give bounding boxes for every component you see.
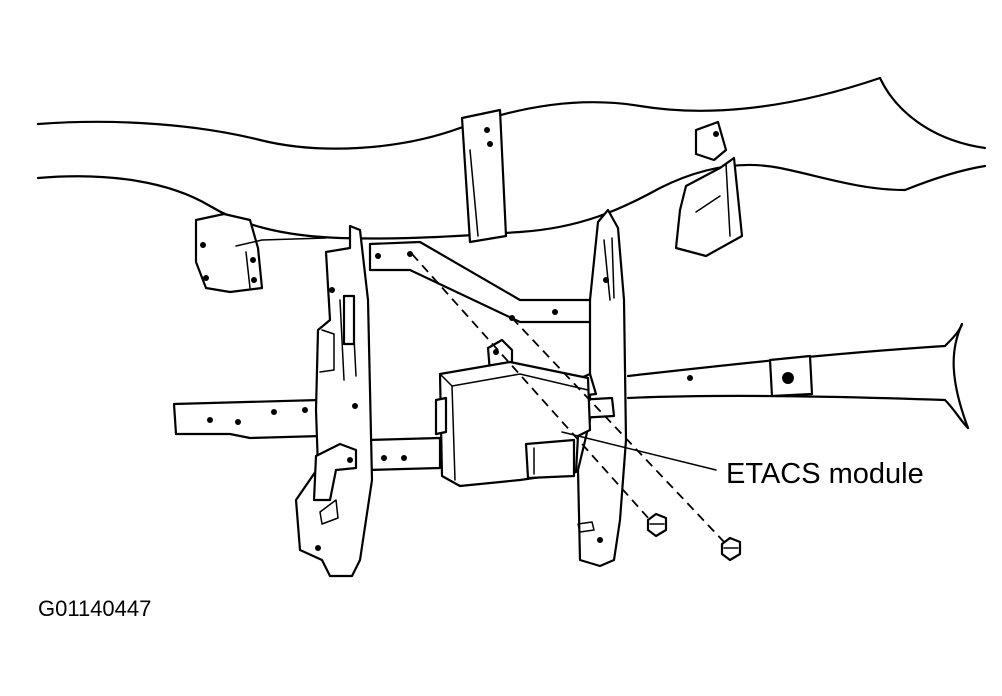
left-mounting-bracket bbox=[194, 212, 264, 294]
upper-strap-bracket bbox=[460, 108, 508, 244]
installation-guide-lines bbox=[411, 253, 727, 545]
nut-right bbox=[720, 536, 742, 562]
left-lower-bar bbox=[172, 398, 324, 440]
right-mounting-bracket bbox=[674, 120, 744, 258]
figure-id: G01140447 bbox=[38, 596, 152, 621]
diagonal-support-bar bbox=[368, 240, 594, 324]
left-vertical-pillar bbox=[294, 224, 374, 578]
lower-cross-member bbox=[626, 322, 970, 430]
nut-left bbox=[646, 512, 668, 538]
mounting-nuts bbox=[646, 512, 742, 562]
callout-leader-line bbox=[561, 431, 717, 471]
middle-lower-bar bbox=[366, 436, 442, 472]
frame-connector bbox=[261, 237, 327, 241]
upper-cross-member bbox=[36, 76, 987, 240]
etacs-module-label: ETACS module bbox=[726, 458, 924, 490]
etacs-module bbox=[434, 360, 592, 488]
